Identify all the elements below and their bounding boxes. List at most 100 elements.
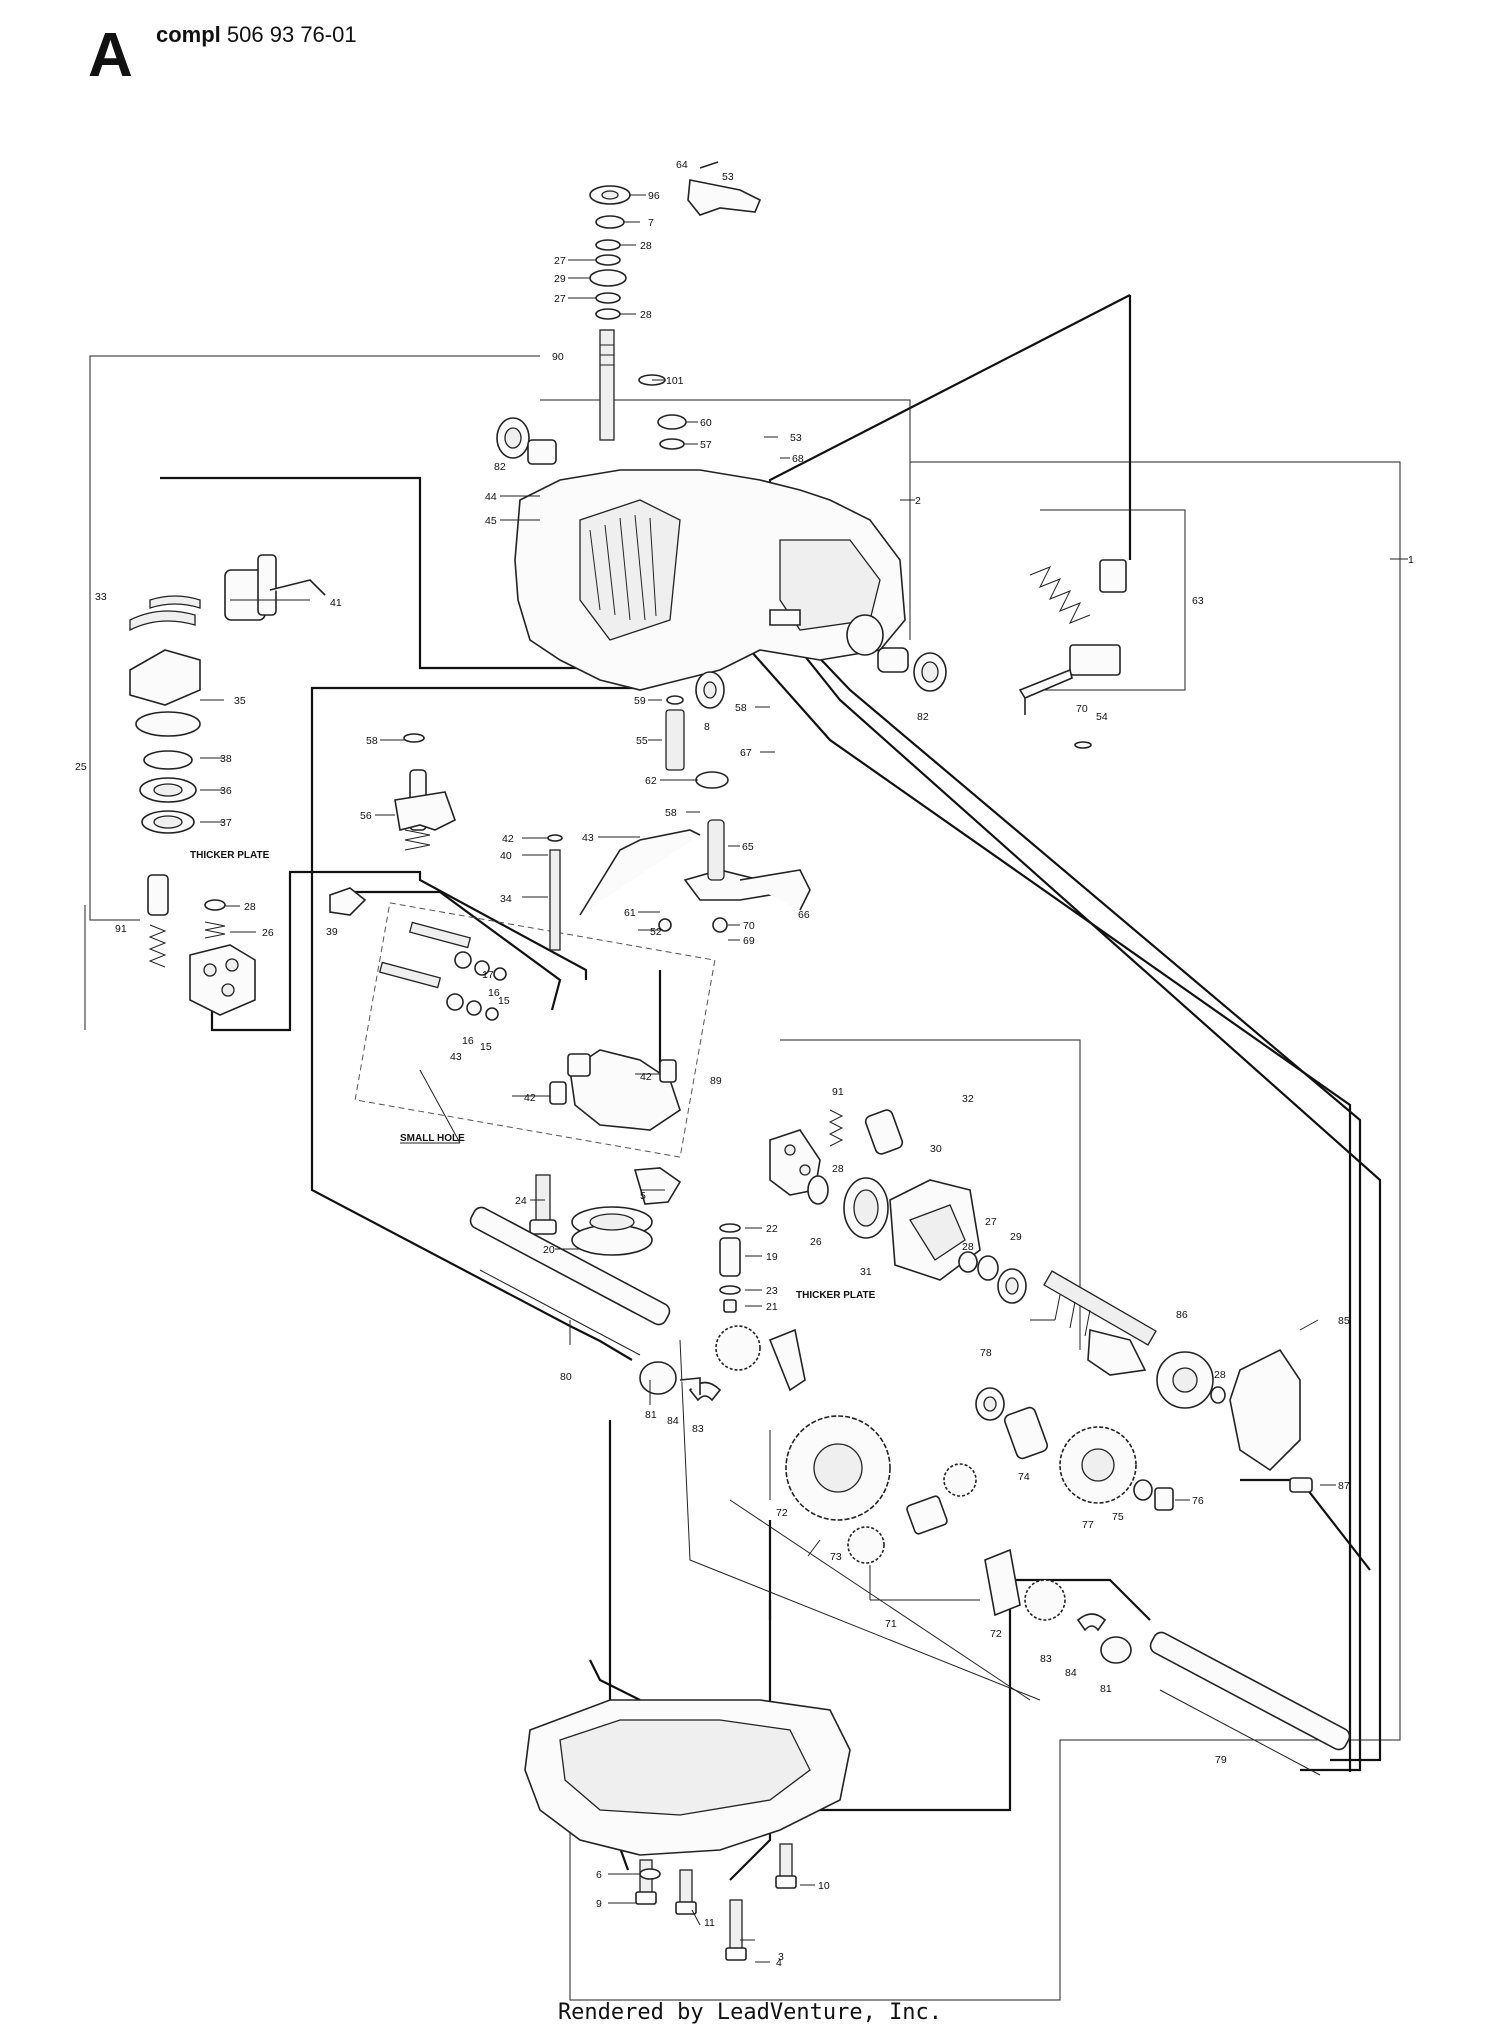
callout-75: 75 (1112, 1511, 1124, 1523)
callout-29a: 29 (554, 273, 566, 285)
callout-64: 64 (676, 159, 688, 171)
callout-74: 74 (1018, 1471, 1030, 1483)
callout-27c: 27 (985, 1216, 997, 1228)
callout-55: 55 (636, 735, 648, 747)
differential-assembly (679, 1325, 1107, 1632)
callout-39: 39 (326, 926, 338, 938)
callout-81b: 81 (1100, 1683, 1112, 1695)
callout-68: 68 (792, 453, 804, 465)
callout-32: 32 (962, 1093, 974, 1105)
note-thicker-plate-left: THICKER PLATE (190, 850, 270, 861)
callout-2: 2 (915, 495, 921, 507)
callout-26b: 26 (810, 1236, 822, 1248)
callout-70b: 70 (1076, 703, 1088, 715)
callout-33: 33 (95, 591, 107, 603)
callout-20: 20 (543, 1244, 555, 1256)
callout-62: 62 (645, 775, 657, 787)
callout-43a: 43 (582, 832, 594, 844)
note-thicker-plate-motor: THICKER PLATE (796, 1290, 876, 1301)
callout-63: 63 (1192, 595, 1204, 607)
callout-leader-lines (200, 194, 1408, 1963)
assembly-reference: compl 506 93 76-01 (156, 22, 357, 48)
valve-center-section (329, 887, 681, 1131)
callout-41: 41 (330, 597, 342, 609)
callout-82a: 82 (494, 461, 506, 473)
pump-components-left (129, 554, 326, 834)
callout-87: 87 (1338, 1480, 1350, 1492)
callout-15a: 15 (498, 995, 510, 1007)
hydraulic-motor-group (769, 1109, 1157, 1376)
control-rods (547, 695, 729, 951)
callout-84b: 84 (1065, 1667, 1077, 1679)
callout-52: 52 (650, 926, 662, 938)
compl-label: compl (156, 22, 221, 47)
callout-65: 65 (742, 841, 754, 853)
callout-58a: 58 (366, 735, 378, 747)
reduction-gears (975, 1348, 1313, 1511)
callout-101: 101 (666, 375, 684, 387)
callout-16a: 16 (488, 987, 500, 999)
callout-8: 8 (704, 721, 710, 733)
callout-26a: 26 (262, 927, 274, 939)
callout-54: 54 (1096, 711, 1108, 723)
spring-bracket-assembly (1018, 559, 1127, 749)
callout-35: 35 (234, 695, 246, 707)
callout-27b: 27 (554, 293, 566, 305)
callout-21: 21 (766, 1301, 778, 1313)
callout-78: 78 (980, 1347, 992, 1359)
callout-72b: 72 (990, 1628, 1002, 1640)
callout-1: 1 (1408, 554, 1414, 566)
page-letter: A (88, 21, 133, 90)
callout-numbers: 1 2 3 4 5 6 7 8 9 10 11 15 15 16 16 17 1… (75, 159, 1414, 1969)
callout-22: 22 (766, 1223, 778, 1235)
callout-58b: 58 (735, 702, 747, 714)
callout-15b: 15 (480, 1041, 492, 1053)
callout-10: 10 (818, 1880, 830, 1892)
callout-28e: 28 (962, 1241, 974, 1253)
callout-86: 86 (1176, 1309, 1188, 1321)
small-hole-leader (419, 1069, 461, 1144)
callout-56: 56 (360, 810, 372, 822)
callout-28c: 28 (244, 901, 256, 913)
callout-24: 24 (515, 1195, 527, 1207)
callout-19: 19 (766, 1251, 778, 1263)
callout-79: 79 (1215, 1754, 1227, 1766)
callout-28a: 28 (640, 240, 652, 252)
callout-5: 5 (640, 1190, 646, 1202)
callout-57: 57 (700, 439, 712, 451)
callout-53a: 53 (722, 171, 734, 183)
callout-9: 9 (596, 1898, 602, 1910)
callout-73: 73 (830, 1551, 842, 1563)
callout-61: 61 (624, 907, 636, 919)
footer-credit: Rendered by LeadVenture, Inc. (557, 2000, 943, 2025)
callout-59: 59 (634, 695, 646, 707)
callout-81a: 81 (645, 1409, 657, 1421)
lower-housing (524, 1699, 851, 1961)
callout-44: 44 (485, 491, 497, 503)
callout-37: 37 (220, 817, 232, 829)
callout-36: 36 (220, 785, 232, 797)
callout-83b: 83 (1040, 1653, 1052, 1665)
callout-28d: 28 (832, 1163, 844, 1175)
callout-43b: 43 (450, 1051, 462, 1063)
shift-fork-assembly (394, 733, 456, 851)
callout-7: 7 (648, 217, 654, 229)
callout-34: 34 (500, 893, 512, 905)
callout-53b: 53 (790, 432, 802, 444)
callout-45: 45 (485, 515, 497, 527)
callout-17: 17 (482, 969, 494, 981)
callout-90: 90 (552, 351, 564, 363)
assembly-part-number: 506 93 76-01 (226, 22, 357, 47)
callout-82b: 82 (917, 711, 929, 723)
callout-11: 11 (704, 1917, 715, 1929)
callout-4: 4 (776, 1957, 782, 1969)
callout-6: 6 (596, 1869, 602, 1881)
callout-69: 69 (743, 935, 755, 947)
callout-89: 89 (710, 1075, 722, 1087)
axle-shafts (469, 1206, 1351, 1776)
callout-76: 76 (1192, 1495, 1204, 1507)
callout-80: 80 (560, 1371, 572, 1383)
callout-85: 85 (1338, 1315, 1350, 1327)
input-shaft-stack (589, 185, 631, 441)
